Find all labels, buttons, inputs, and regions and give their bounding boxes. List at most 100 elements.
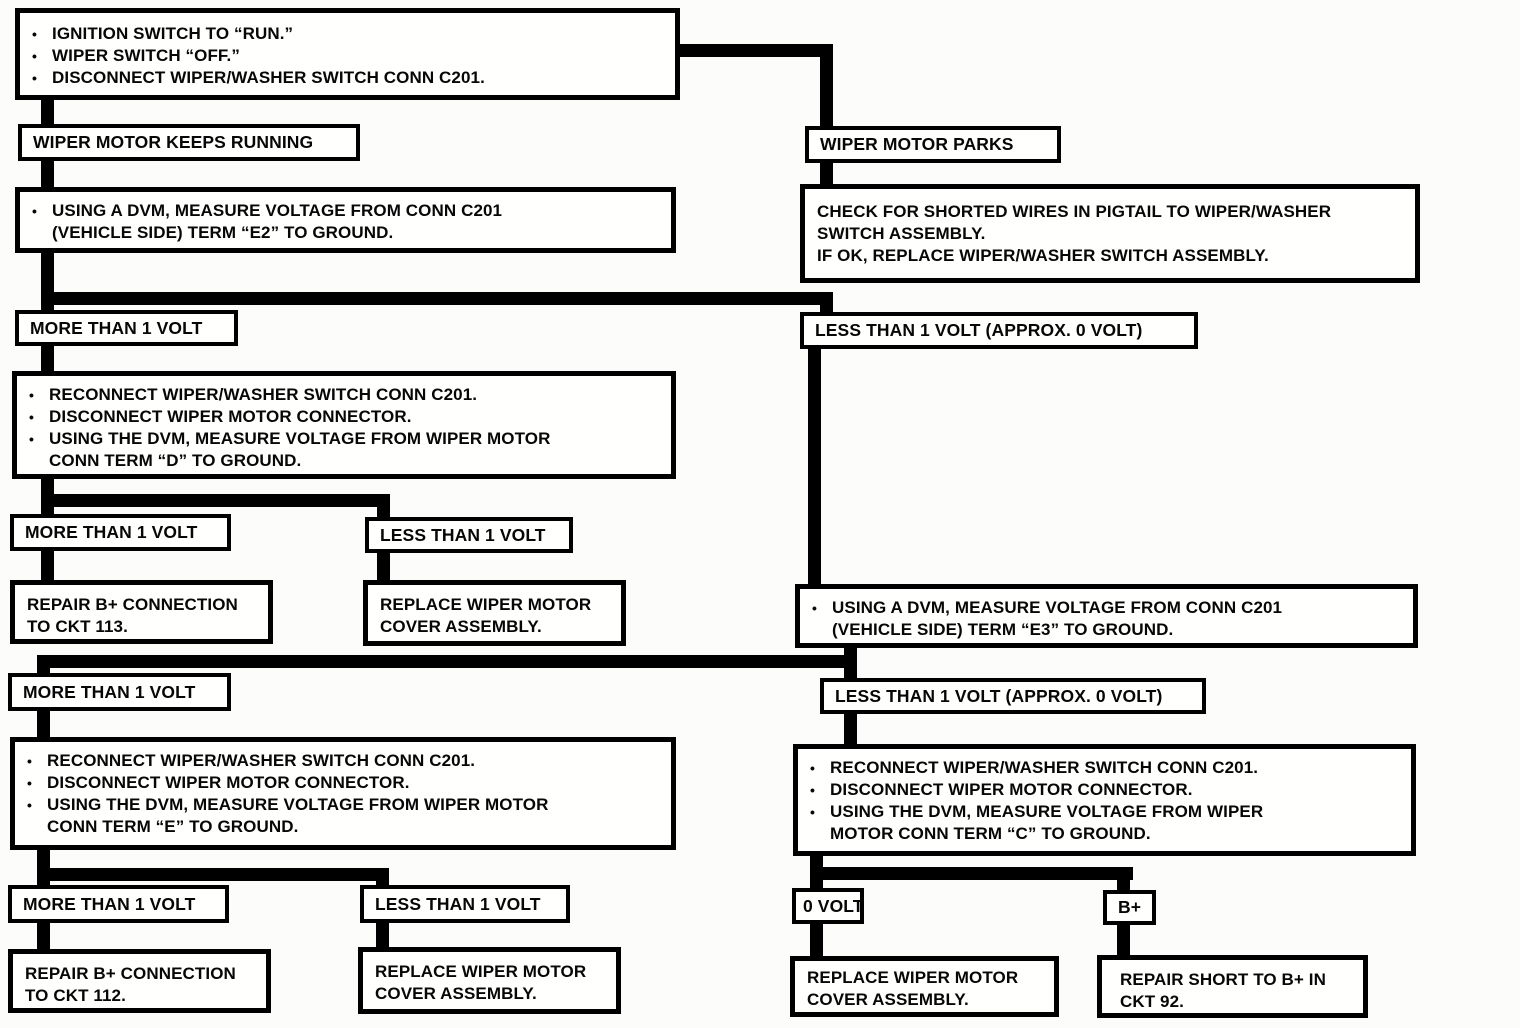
instruction-line: RECONNECT WIPER/WASHER SWITCH CONN C201.: [49, 385, 478, 404]
instruction-line: DISCONNECT WIPER MOTOR CONNECTOR.: [49, 407, 412, 427]
bullet-icon: •: [32, 48, 38, 65]
connector-less-approx-2-to-measure-c: [844, 712, 857, 746]
bullet-icon: •: [29, 387, 35, 403]
connector-c-branch-horizontal: [810, 867, 1133, 880]
less-than-1-volt-label-4: LESS THAN 1 VOLT: [360, 885, 570, 923]
instruction-line: USING THE DVM, MEASURE VOLTAGE FROM WIPE…: [49, 429, 551, 471]
bullet-icon: •: [32, 70, 38, 87]
connector-measure-e-down: [37, 847, 50, 871]
connector-measure-c-down: [810, 854, 823, 870]
zero-volt-label: 0 VOLT: [792, 888, 864, 924]
bullet-icon: •: [810, 782, 816, 799]
connector-more-1-to-measure-d: [41, 344, 54, 374]
wiper-motor-parks-label: WIPER MOTOR PARKS: [805, 126, 1061, 163]
more-than-1-volt-label-3: MORE THAN 1 VOLT: [8, 673, 231, 711]
instruction-line: USING THE DVM, MEASURE VOLTAGE FROM WIPE…: [47, 795, 549, 837]
more-than-1-volt-label-1: MORE THAN 1 VOLT: [15, 310, 238, 346]
measure-term-e-box: • RECONNECT WIPER/WASHER SWITCH CONN C201…: [10, 737, 676, 850]
action-text: REPAIR B+ CONNECTION TO CKT 113.: [27, 595, 238, 637]
bullet-icon: •: [29, 431, 35, 448]
result-label-text: MORE THAN 1 VOLT: [25, 522, 198, 543]
connector-less-approx-1-to-measure-e3: [808, 347, 821, 587]
connector-parks-to-check-shorted: [820, 161, 833, 187]
measure-term-e3-box: • USING A DVM, MEASURE VOLTAGE FROM CONN …: [795, 584, 1418, 648]
measure-term-e2-box: • USING A DVM, MEASURE VOLTAGE FROM CONN …: [15, 187, 676, 253]
instruction-line: USING A DVM, MEASURE VOLTAGE FROM CONN C…: [832, 598, 1283, 640]
start-condition-line: DISCONNECT WIPER/WASHER SWITCH CONN C201…: [52, 68, 485, 88]
less-than-1-volt-approx-0-label-1: LESS THAN 1 VOLT (APPROX. 0 VOLT): [800, 312, 1198, 349]
connector-more-3-to-measure-e: [37, 709, 50, 739]
check-shorted-wires-box: CHECK FOR SHORTED WIRES IN PIGTAIL TO WI…: [800, 184, 1420, 283]
result-label-text: MORE THAN 1 VOLT: [23, 893, 196, 914]
start-condition-line: WIPER SWITCH “OFF.”: [52, 46, 240, 66]
measure-term-c-box: • RECONNECT WIPER/WASHER SWITCH CONN C201…: [793, 744, 1416, 856]
connector-more-2-to-repair-113: [41, 549, 54, 582]
connector-e3-branch-horizontal: [37, 655, 857, 668]
connector-c-branch-to-b-plus: [1117, 878, 1130, 892]
connector-start-to-parks-horizontal: [676, 44, 833, 57]
action-text: REPLACE WIPER MOTOR COVER ASSEMBLY.: [807, 968, 1019, 1010]
action-text: REPLACE WIPER MOTOR COVER ASSEMBLY.: [375, 962, 587, 1004]
replace-wiper-motor-cover-box-2: REPLACE WIPER MOTOR COVER ASSEMBLY.: [358, 947, 621, 1014]
instruction-line: RECONNECT WIPER/WASHER SWITCH CONN C201.: [47, 751, 476, 770]
result-label-text: LESS THAN 1 VOLT: [380, 524, 546, 545]
result-label-text: LESS THAN 1 VOLT (APPROX. 0 VOLT): [815, 320, 1143, 341]
connector-less-2-to-replace-cover-1: [377, 551, 390, 582]
connector-e-branch-horizontal: [37, 868, 389, 881]
connector-e-branch-to-less-4: [376, 879, 389, 887]
result-label-text: B+: [1117, 897, 1142, 918]
repair-short-to-b-plus-ckt-92-box: REPAIR SHORT TO B+ IN CKT 92.: [1097, 955, 1368, 1018]
action-text: REPAIR B+ CONNECTION TO CKT 112.: [25, 964, 236, 1006]
start-conditions-box: • IGNITION SWITCH TO “RUN.” • WIPER SWITCH…: [15, 8, 680, 100]
result-label-text: MORE THAN 1 VOLT: [30, 317, 203, 338]
bullet-icon: •: [29, 409, 35, 426]
instruction-line: IF OK, REPLACE WIPER/WASHER SWITCH ASSEM…: [817, 246, 1269, 266]
bullet-icon: •: [32, 203, 38, 219]
instruction-line: RECONNECT WIPER/WASHER SWITCH CONN C201.: [830, 758, 1259, 777]
measure-term-d-box: • RECONNECT WIPER/WASHER SWITCH CONN C201…: [12, 371, 676, 479]
instruction-line: CHECK FOR SHORTED WIRES IN PIGTAIL TO WI…: [817, 202, 1332, 244]
connector-start-to-parks-vertical: [820, 44, 833, 129]
result-label-text: MORE THAN 1 VOLT: [23, 681, 196, 702]
connector-start-to-keeps-running: [41, 96, 54, 128]
branch-label-text: WIPER MOTOR PARKS: [820, 134, 1014, 155]
connector-keeps-running-to-measure-e2: [41, 159, 54, 190]
less-than-1-volt-approx-0-label-2: LESS THAN 1 VOLT (APPROX. 0 VOLT): [820, 678, 1206, 714]
connector-more-4-to-repair-112: [37, 921, 50, 951]
connector-c-branch-to-zero-volt: [810, 878, 823, 890]
instruction-line: DISCONNECT WIPER MOTOR CONNECTOR.: [47, 773, 410, 793]
bullet-icon: •: [812, 600, 818, 616]
result-label-text: LESS THAN 1 VOLT (APPROX. 0 VOLT): [835, 685, 1163, 706]
instruction-line: USING THE DVM, MEASURE VOLTAGE FROM WIPE…: [830, 802, 1264, 844]
connector-e3-branch-to-more-3: [37, 666, 50, 676]
bullet-icon: •: [27, 775, 33, 792]
connector-zero-volt-to-replace-cover-3: [810, 922, 823, 958]
b-plus-label: B+: [1103, 890, 1156, 925]
more-than-1-volt-label-2: MORE THAN 1 VOLT: [10, 514, 231, 551]
action-text: REPAIR SHORT TO B+ IN CKT 92.: [1120, 970, 1326, 1012]
connector-e2-branch-horizontal: [41, 292, 833, 305]
result-label-text: LESS THAN 1 VOLT: [375, 893, 541, 914]
repair-b-plus-ckt-112-box: REPAIR B+ CONNECTION TO CKT 112.: [8, 949, 271, 1013]
connector-b-plus-to-repair-92: [1117, 923, 1130, 957]
bullet-icon: •: [810, 804, 816, 821]
connector-e-branch-to-more-4: [37, 879, 50, 887]
wiper-motor-keeps-running-label: WIPER MOTOR KEEPS RUNNING: [18, 124, 360, 161]
connector-d-branch-horizontal: [41, 494, 390, 507]
bullet-icon: •: [27, 797, 33, 814]
repair-b-plus-ckt-113-box: REPAIR B+ CONNECTION TO CKT 113.: [10, 580, 273, 644]
connector-d-branch-to-less-2: [377, 505, 390, 520]
start-condition-line: IGNITION SWITCH TO “RUN.”: [52, 24, 294, 43]
instruction-line: USING A DVM, MEASURE VOLTAGE FROM CONN C…: [52, 201, 503, 243]
result-label-text: 0 VOLT: [803, 895, 864, 916]
connector-measure-e3-down: [844, 645, 857, 658]
instruction-line: DISCONNECT WIPER MOTOR CONNECTOR.: [830, 780, 1193, 800]
bullet-icon: •: [810, 760, 816, 776]
replace-wiper-motor-cover-box-1: REPLACE WIPER MOTOR COVER ASSEMBLY.: [363, 580, 626, 646]
connector-less-4-to-replace-cover-2: [376, 921, 389, 949]
more-than-1-volt-label-4: MORE THAN 1 VOLT: [8, 885, 229, 923]
action-text: REPLACE WIPER MOTOR COVER ASSEMBLY.: [380, 595, 592, 637]
replace-wiper-motor-cover-box-3: REPLACE WIPER MOTOR COVER ASSEMBLY.: [790, 956, 1059, 1017]
less-than-1-volt-label-2: LESS THAN 1 VOLT: [365, 517, 573, 553]
